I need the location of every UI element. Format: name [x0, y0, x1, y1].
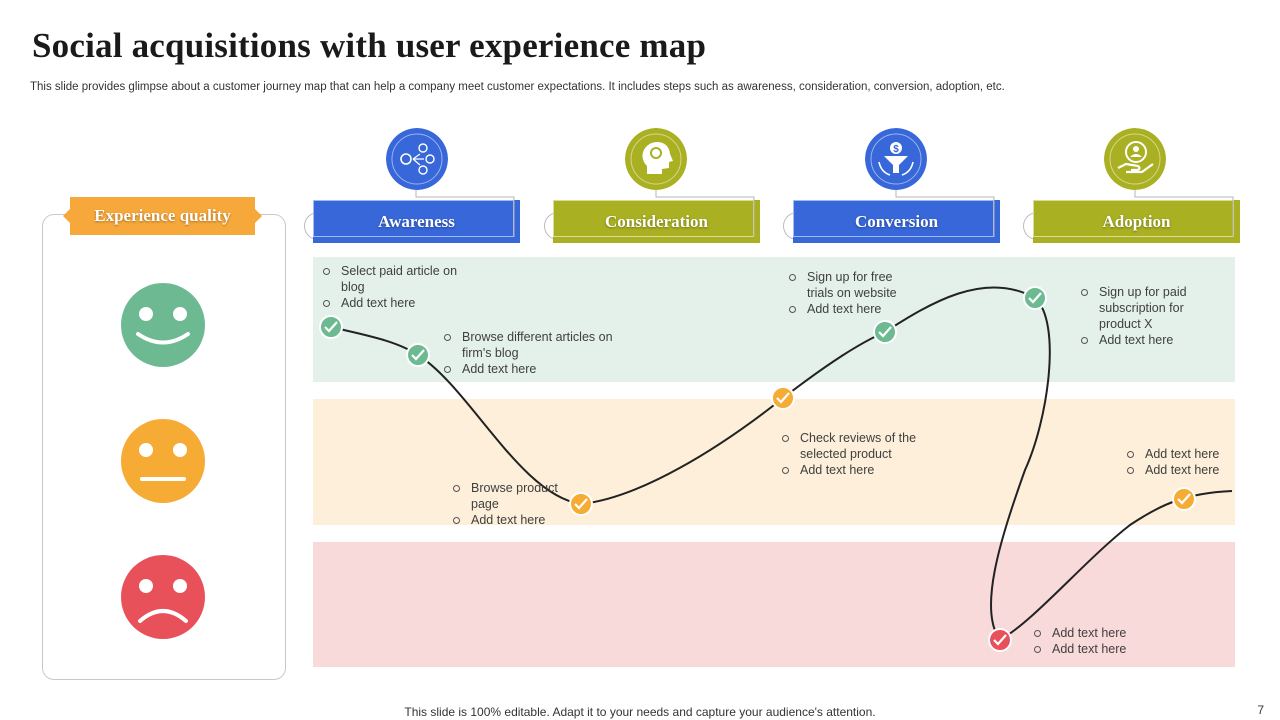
- note-item: Browse product page: [453, 480, 573, 512]
- checkpoint-marker: [1172, 487, 1196, 511]
- checkpoint-marker: [319, 315, 343, 339]
- note-item: Sign up for paid subscription for produc…: [1081, 284, 1211, 332]
- checkpoint-marker: [771, 386, 795, 410]
- note-browse-product-page: Browse product page Add text here: [453, 480, 573, 528]
- note-item: Check reviews of the selected product: [782, 430, 942, 462]
- slide-title: Social acquisitions with user experience…: [32, 26, 707, 65]
- note-item: Add text here: [1127, 462, 1237, 478]
- note-select-paid-article: Select paid article on blog Add text her…: [323, 263, 473, 311]
- note-adoption-neutral: Add text here Add text here: [1127, 446, 1237, 478]
- money-funnel-icon: $: [865, 128, 927, 190]
- note-item: Add text here: [1034, 641, 1144, 657]
- note-item: Add text here: [323, 295, 473, 311]
- note-item: Add text here: [782, 462, 942, 478]
- svg-text:$: $: [893, 144, 899, 155]
- page-number: 7: [1257, 703, 1264, 717]
- negative-band: [313, 542, 1235, 667]
- sad-face-icon: [121, 555, 205, 639]
- note-item: Add text here: [1127, 446, 1237, 462]
- note-check-reviews: Check reviews of the selected product Ad…: [782, 430, 942, 478]
- checkpoint-marker: [873, 320, 897, 344]
- note-item: Browse different articles on firm's blog: [444, 329, 614, 361]
- note-adoption-negative: Add text here Add text here: [1034, 625, 1144, 657]
- head-magnifier-icon: [625, 128, 687, 190]
- note-item: Add text here: [1034, 625, 1144, 641]
- slide-subtitle: This slide provides glimpse about a cust…: [30, 81, 1005, 93]
- neutral-face-icon: [121, 419, 205, 503]
- happy-face-icon: [121, 283, 205, 367]
- note-item: Select paid article on blog: [323, 263, 473, 295]
- note-item: Add text here: [1081, 332, 1211, 348]
- hand-person-icon: [1104, 128, 1166, 190]
- checkpoint-marker: [988, 628, 1012, 652]
- note-item: Add text here: [789, 301, 919, 317]
- experience-quality-label: Experience quality: [63, 197, 262, 235]
- footer-text: This slide is 100% editable. Adapt it to…: [404, 705, 876, 719]
- stage-header-awareness: Awareness: [313, 200, 520, 243]
- checkpoint-marker: [406, 343, 430, 367]
- positive-band: [313, 257, 1235, 382]
- checkpoint-marker: [1023, 286, 1047, 310]
- note-free-trials: Sign up for free trials on website Add t…: [789, 269, 919, 317]
- note-item: Add text here: [444, 361, 614, 377]
- note-browse-articles: Browse different articles on firm's blog…: [444, 329, 614, 377]
- note-item: Sign up for free trials on website: [789, 269, 919, 301]
- users-network-icon: [386, 128, 448, 190]
- neutral-band: [313, 399, 1235, 525]
- checkpoint-marker: [569, 492, 593, 516]
- note-paid-subscription: Sign up for paid subscription for produc…: [1081, 284, 1211, 348]
- note-item: Add text here: [453, 512, 573, 528]
- stage-header-conversion: Conversion: [793, 200, 1000, 243]
